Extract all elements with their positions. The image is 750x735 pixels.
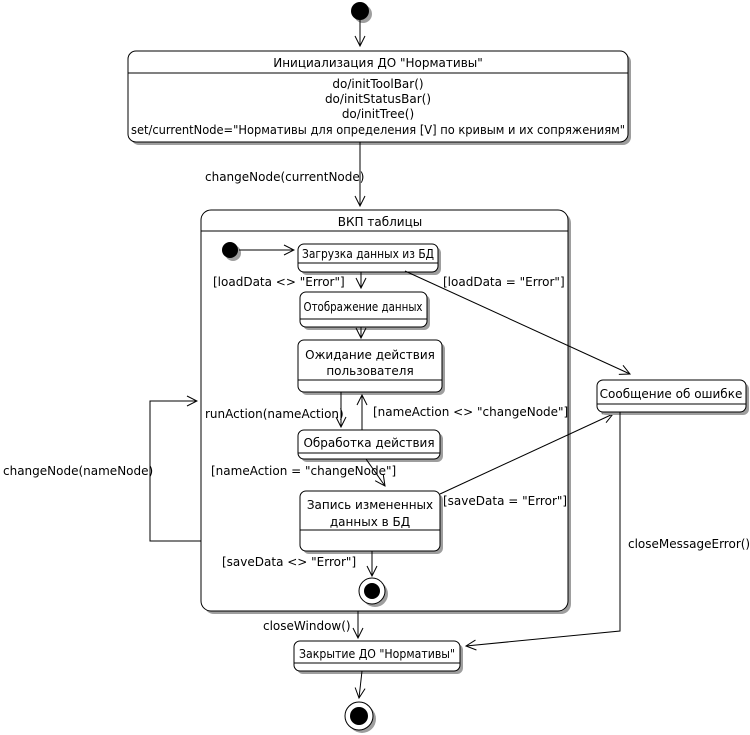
transition-label-load-ok: [loadData <> "Error"] xyxy=(213,275,345,289)
state-name-line2: данных в БД xyxy=(330,515,410,529)
final-node-bottom xyxy=(344,701,376,733)
state-display-data: Отображение данных xyxy=(299,291,430,330)
transition-error-to-close xyxy=(466,412,621,646)
state-box xyxy=(299,490,441,552)
state-name: Обработка действия xyxy=(303,436,434,450)
transition-save-to-error xyxy=(439,414,613,495)
state-load-data: Загрузка данных из БД xyxy=(297,243,441,275)
transition-label-close-message-error: closeMessageError() xyxy=(628,537,750,551)
transition-process-to-save xyxy=(365,458,385,486)
transition-label-close-window: closeWindow() xyxy=(263,619,351,633)
state-action: set/currentNode="Нормативы для определен… xyxy=(131,123,625,137)
state-wait-user-action: Ожидание действия пользователя xyxy=(297,339,445,395)
initial-node-dot xyxy=(222,242,238,258)
transition-label-action-not-change-node: [nameAction <> "changeNode"] xyxy=(373,405,568,419)
state-name-line2: пользователя xyxy=(326,364,413,378)
state-action: do/initTree() xyxy=(342,107,414,121)
state-name-line1: Запись измененных xyxy=(307,498,433,512)
state-box xyxy=(297,429,441,460)
state-box xyxy=(299,291,428,328)
initial-node-dot xyxy=(351,2,369,20)
state-name: ВКП таблицы xyxy=(338,215,422,229)
state-name-line1: Ожидание действия xyxy=(305,348,435,362)
state-name: Загрузка данных из БД xyxy=(302,247,434,261)
transition-label-save-error: [saveData = "Error"] xyxy=(443,494,567,508)
state-box xyxy=(297,243,439,273)
state-process-action: Обработка действия xyxy=(297,429,443,462)
initial-node-top xyxy=(351,2,372,23)
composite-state-vkp-table: ВКП таблицы xyxy=(200,209,571,614)
transition-label-save-ok: [saveData <> "Error"] xyxy=(222,555,356,569)
transition-label-change-node-name: changeNode(nameNode) xyxy=(3,464,153,478)
state-close-do-normativy: Закрытие ДО "Нормативы" xyxy=(293,640,463,674)
state-box xyxy=(297,339,443,393)
transition-composite-self-loop xyxy=(149,401,201,542)
state-init-do-normativy: Инициализация ДО "Нормативы" do/initTool… xyxy=(127,50,631,145)
transition-label-load-error: [loadData = "Error"] xyxy=(443,275,565,289)
state-name: Закрытие ДО "Нормативы" xyxy=(299,647,455,661)
transition-label-change-node-current: changeNode(currentNode) xyxy=(205,170,364,184)
transition-load-to-error xyxy=(404,270,630,374)
transition-close-to-final xyxy=(359,670,362,698)
state-error-message: Сообщение об ошибке xyxy=(596,379,749,415)
state-action: do/initStatusBar() xyxy=(325,92,431,106)
state-name: Инициализация ДО "Нормативы" xyxy=(273,56,483,70)
initial-node-inner xyxy=(222,242,241,261)
state-box xyxy=(127,50,629,143)
transition-label-action-change-node: [nameAction = "changeNode"] xyxy=(211,464,396,478)
final-node-inner xyxy=(358,577,388,607)
final-node-dot xyxy=(350,707,368,725)
state-action: do/initToolBar() xyxy=(332,77,423,91)
final-node-dot xyxy=(364,583,380,599)
state-box xyxy=(200,209,569,612)
state-name: Отображение данных xyxy=(304,300,423,314)
state-save-data: Запись измененных данных в БД xyxy=(299,490,443,554)
transition-label-run-action: runAction(nameAction) xyxy=(205,407,344,421)
state-name: Сообщение об ошибке xyxy=(600,387,743,401)
